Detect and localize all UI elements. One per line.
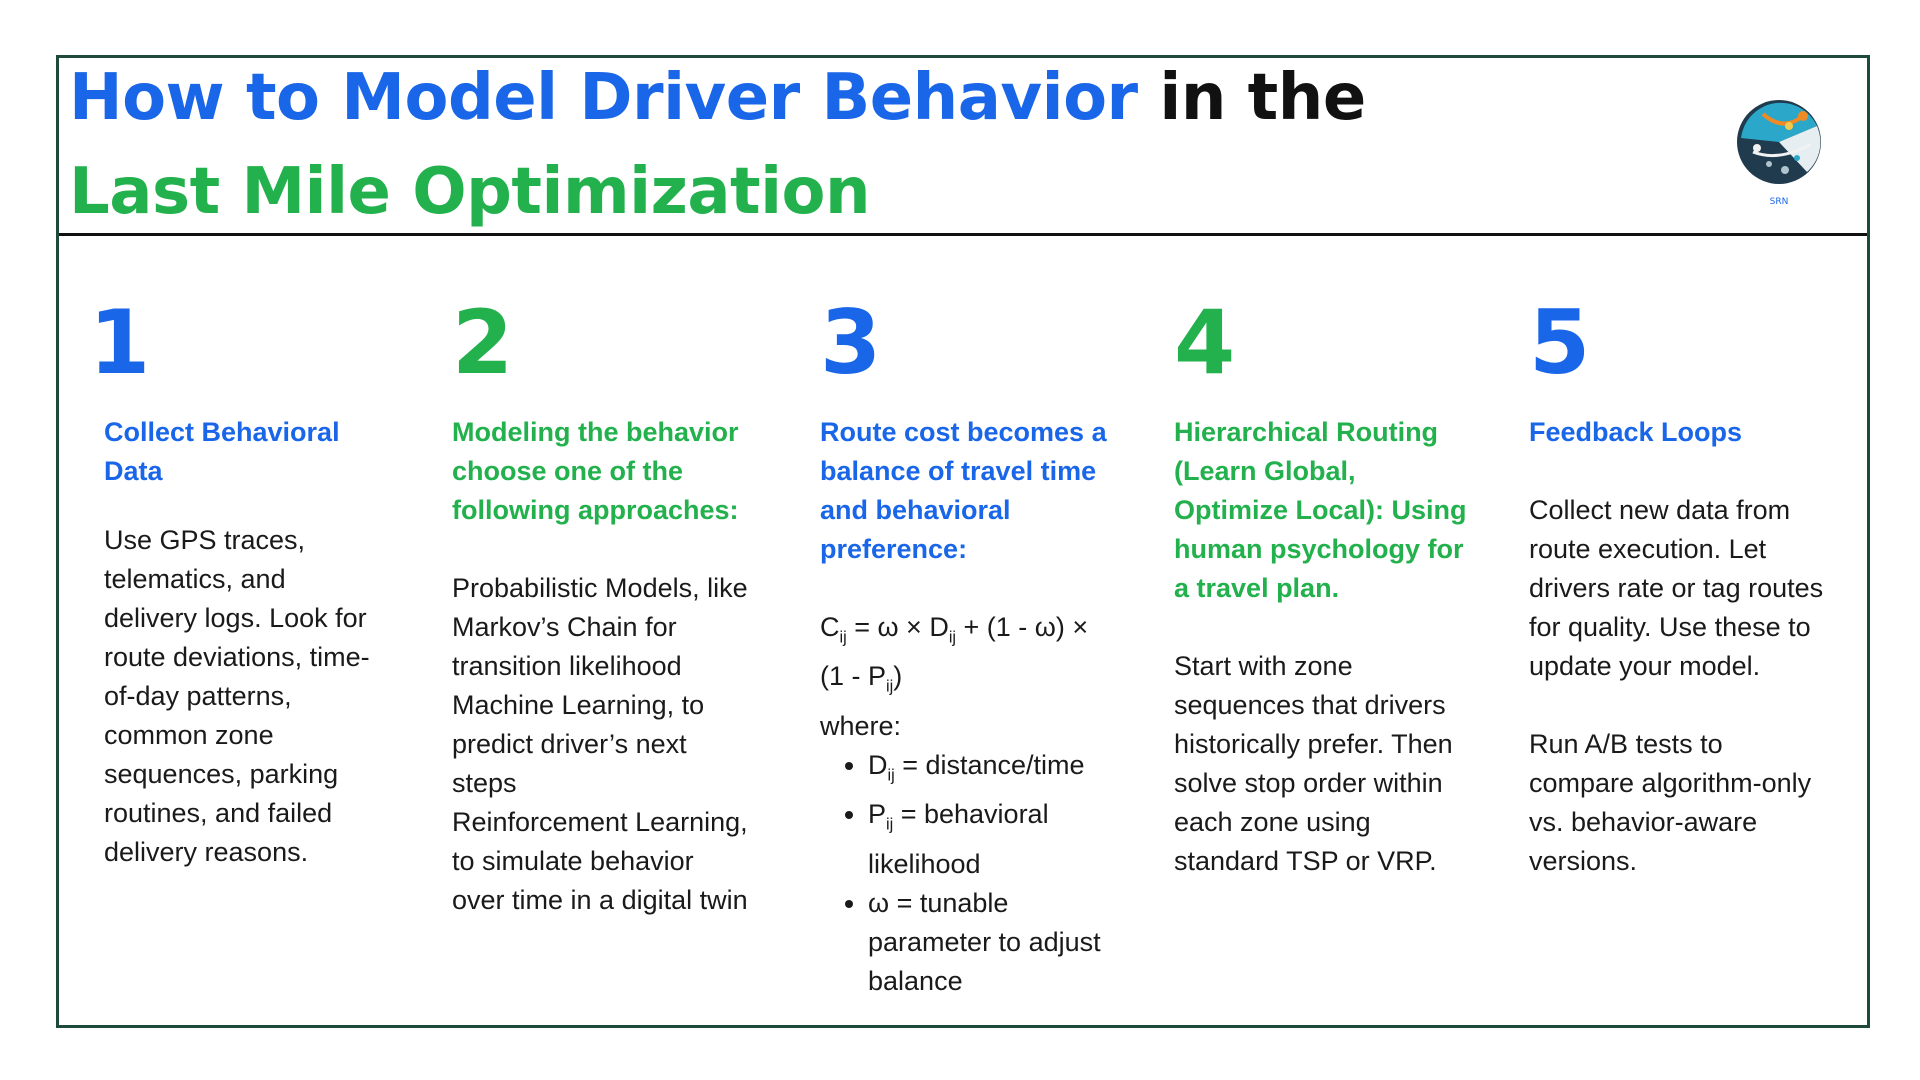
step-body: Cij = ω × Dij + (1 - ω) × (1 - Pij) wher…	[820, 608, 1115, 1001]
step-heading: Collect Behavioral Data	[104, 417, 340, 486]
list-item: Dij = distance/time	[868, 746, 1115, 795]
approach-item: Machine Learning, to predict driver’s ne…	[452, 690, 705, 798]
network-globe-logo-icon: SRN	[1737, 100, 1821, 207]
page-subtitle: Last Mile Optimization	[69, 155, 871, 229]
step-heading: Modeling the behavior choose one of the …	[452, 417, 739, 525]
step-heading: Feedback Loops	[1529, 417, 1743, 447]
feedback-text: Collect new data from route execution. L…	[1529, 495, 1824, 681]
step-4: 4 Hierarchical Routing (Learn Global, Op…	[1174, 293, 1474, 881]
step-body: Start with zone sequences that drivers h…	[1174, 651, 1453, 876]
header: How to Model Driver Behavior in the Last…	[59, 58, 1867, 236]
step-5: 5 Feedback Loops Collect new data from r…	[1529, 293, 1829, 881]
list-item: Pij = behavioral likelihood	[868, 795, 1115, 883]
infographic-frame: How to Model Driver Behavior in the Last…	[56, 55, 1870, 1028]
step-number: 2	[452, 291, 514, 394]
step-1: 1 Collect Behavioral Data Use GPS traces…	[89, 293, 379, 872]
step-3: 3 Route cost becomes a balance of travel…	[820, 293, 1115, 1001]
step-body: Probabilistic Models, like Markov’s Chai…	[452, 569, 752, 920]
step-heading: Hierarchical Routing (Learn Global, Opti…	[1174, 417, 1467, 603]
step-number: 3	[820, 291, 882, 394]
approach-item: Probabilistic Models, like Markov’s Chai…	[452, 573, 748, 681]
where-label: where:	[820, 710, 902, 741]
step-body: Collect new data from route execution. L…	[1529, 491, 1829, 881]
step-2: 2 Modeling the behavior choose one of th…	[452, 293, 752, 920]
title-part2: in the	[1137, 61, 1366, 135]
step-number: 1	[89, 291, 151, 394]
cost-formula: Cij = ω × Dij + (1 - ω) × (1 - Pij)	[820, 612, 1089, 696]
approach-item: Reinforcement Learning, to simulate beha…	[452, 807, 748, 915]
step-number: 4	[1174, 291, 1236, 394]
step-number: 5	[1529, 291, 1591, 394]
feedback-text: Run A/B tests to compare algorithm-only …	[1529, 729, 1812, 876]
title-part1: How to Model Driver Behavior	[69, 61, 1138, 135]
list-item: ω = tunable parameter to adjust balance	[868, 884, 1115, 1001]
step-heading: Route cost becomes a balance of travel t…	[820, 417, 1107, 564]
logo-text: SRN	[1770, 197, 1789, 207]
step-body: Use GPS traces, telematics, and delivery…	[104, 525, 370, 867]
page-title: How to Model Driver Behavior in the	[69, 61, 1366, 135]
variable-list: Dij = distance/time Pij = behavioral lik…	[820, 746, 1115, 1001]
